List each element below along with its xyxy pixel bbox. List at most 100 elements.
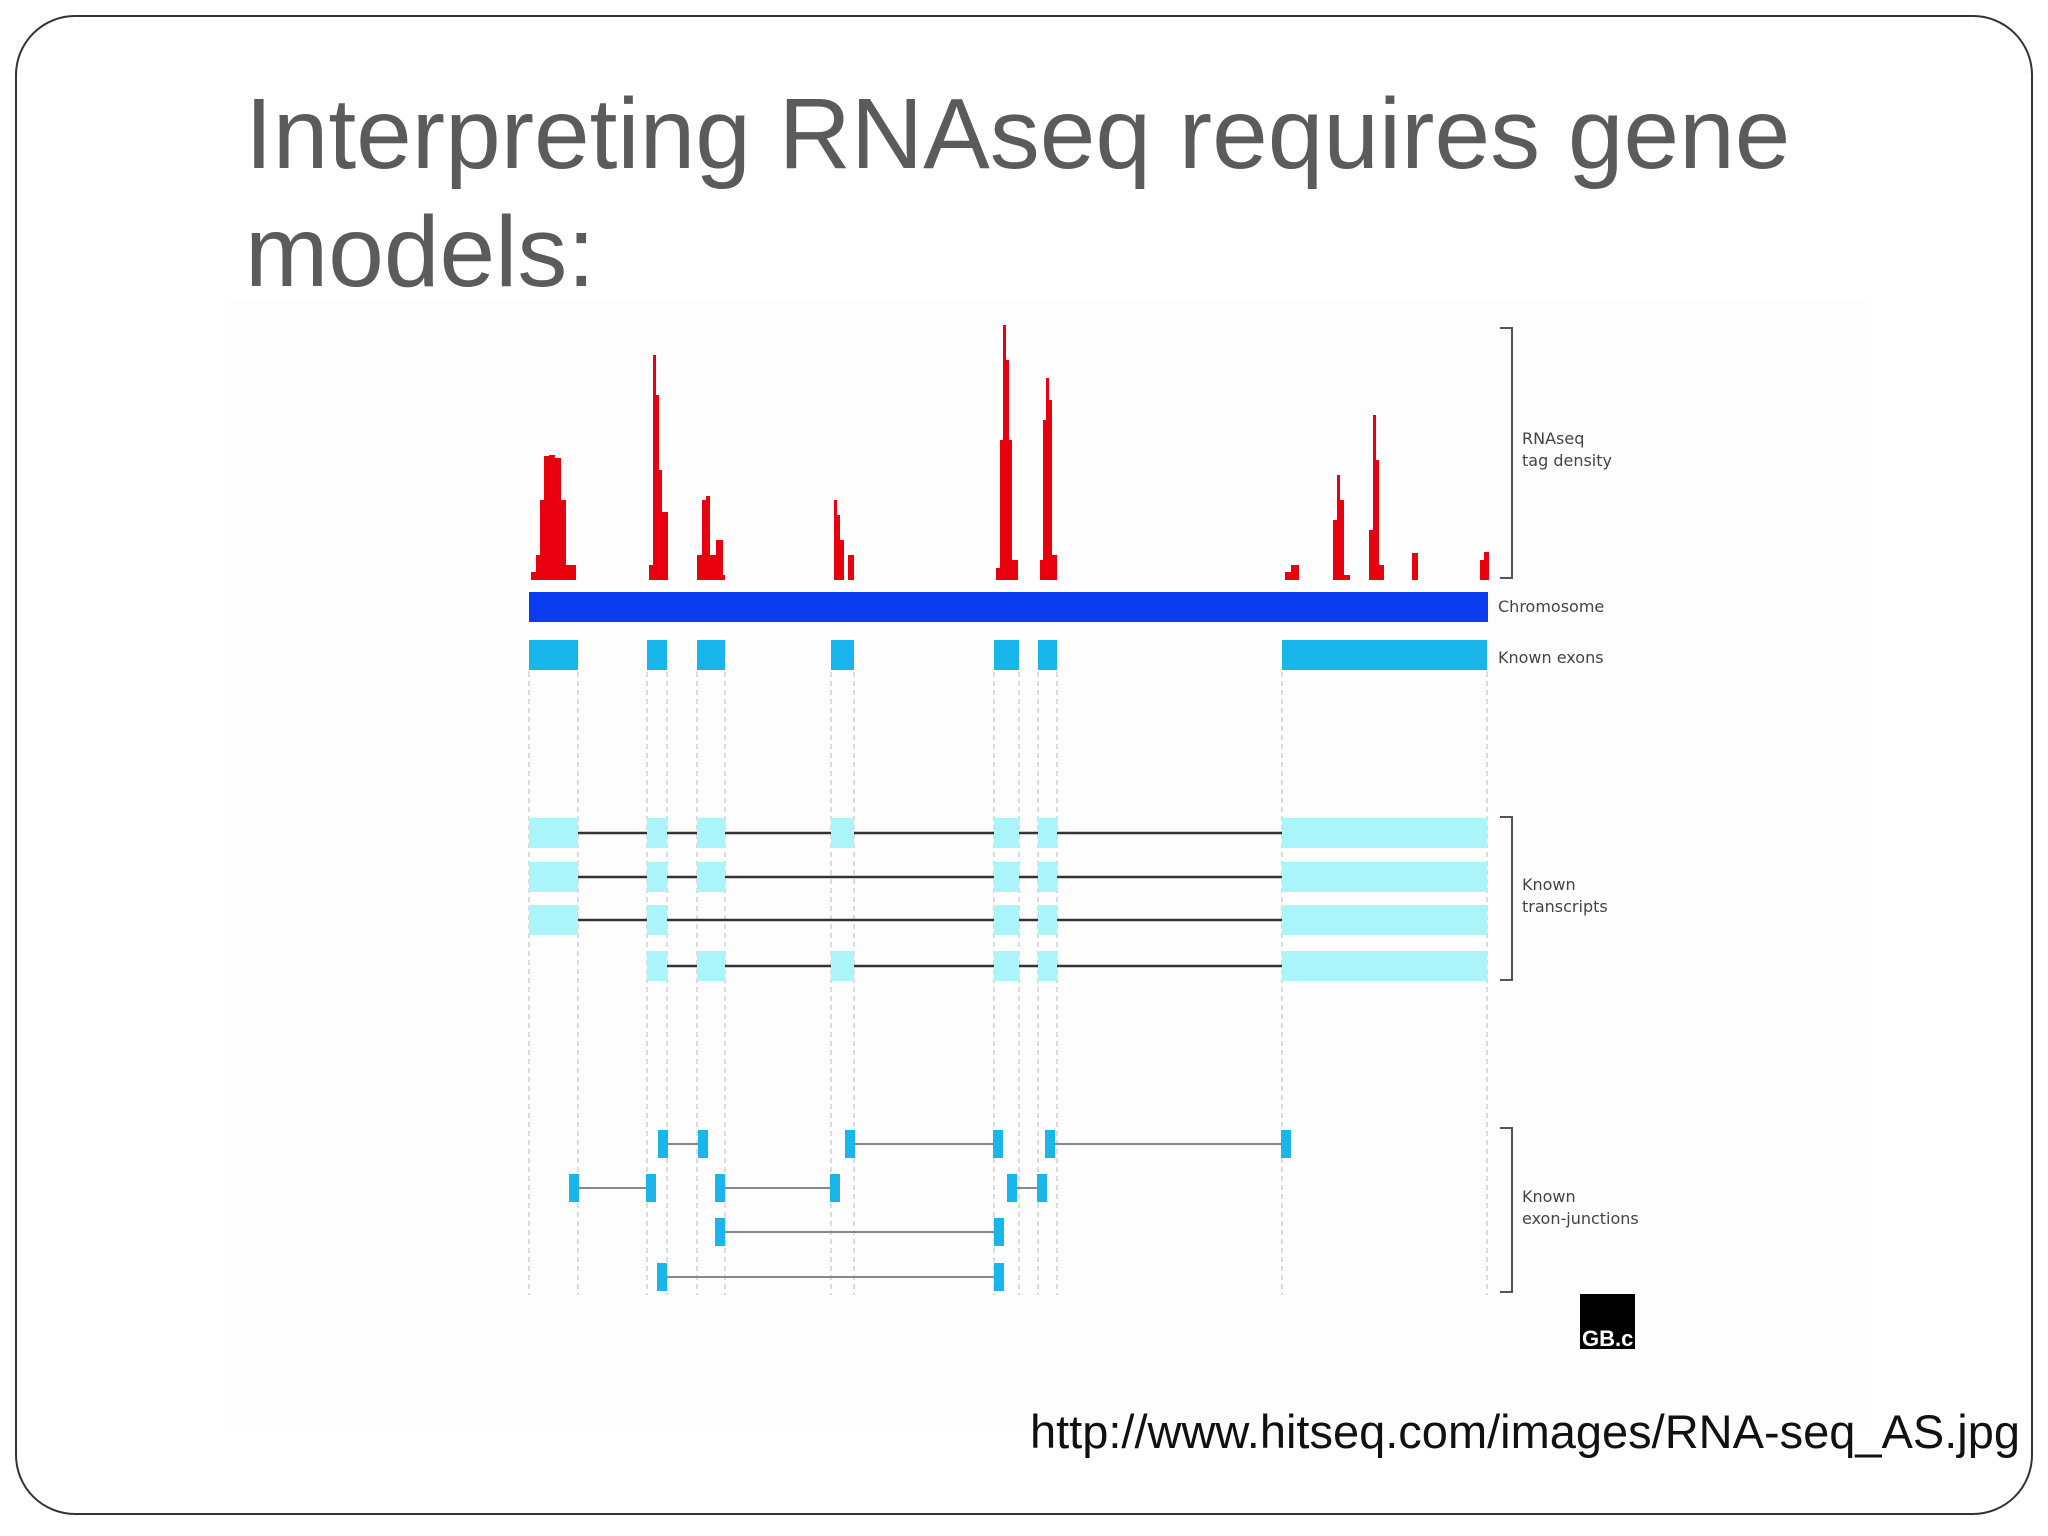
junction-anchor — [698, 1130, 708, 1158]
transcript-exon — [1038, 951, 1057, 981]
junction-anchor — [1281, 1130, 1291, 1158]
label-known-exons: Known exons — [1498, 648, 1604, 667]
density-peak — [549, 455, 555, 580]
transcript-exon — [529, 818, 578, 848]
density-peak — [1012, 560, 1018, 580]
junction-anchor — [845, 1130, 855, 1158]
density-peak — [1337, 475, 1340, 580]
transcript-exon — [697, 818, 725, 848]
density-peak — [1046, 378, 1049, 580]
density-peak — [840, 540, 844, 580]
chromosome-bar — [529, 592, 1488, 622]
transcript-exon — [529, 862, 578, 892]
known-exon — [1282, 640, 1487, 670]
transcript-exon — [1282, 905, 1487, 935]
known-exon — [529, 640, 578, 670]
density-peak — [662, 512, 668, 580]
density-peak — [837, 515, 840, 580]
logo-text: GB.c — [1582, 1326, 1633, 1351]
density-peak — [1369, 530, 1373, 580]
density-peak — [1291, 565, 1299, 580]
known-exon — [994, 640, 1019, 670]
density-peak — [1000, 440, 1003, 580]
junction-anchor — [646, 1174, 656, 1202]
junction-anchor — [1037, 1174, 1047, 1202]
density-peak — [540, 500, 544, 580]
density-peak — [697, 555, 702, 580]
transcript-exon — [831, 951, 854, 981]
density-peak — [996, 568, 1000, 580]
density-peak — [659, 470, 662, 580]
junction-anchor — [994, 1263, 1004, 1291]
density-peak — [555, 458, 561, 580]
junction-anchor — [994, 1218, 1004, 1246]
junction-anchor — [658, 1130, 668, 1158]
density-peak — [1049, 400, 1052, 580]
density-peak — [1003, 325, 1006, 580]
known-exon — [1038, 640, 1057, 670]
density-peak — [1006, 360, 1009, 580]
junction-anchor — [715, 1218, 725, 1246]
density-peak — [536, 555, 540, 580]
transcript-exon — [1038, 905, 1057, 935]
density-peak — [1379, 565, 1384, 580]
density-peak — [1412, 553, 1418, 580]
transcript-exon — [647, 862, 667, 892]
transcript-exon — [994, 818, 1019, 848]
density-peak — [1043, 420, 1046, 580]
known-exon — [697, 640, 725, 670]
density-peak — [1340, 500, 1344, 580]
label-transcripts-line-1: Known — [1522, 875, 1576, 894]
density-peak — [1484, 552, 1489, 580]
bracket-tag-density — [1500, 327, 1513, 579]
density-peak — [710, 555, 716, 580]
junction-anchor — [715, 1174, 725, 1202]
density-peak — [656, 395, 659, 580]
known-exon — [647, 640, 667, 670]
density-peak — [653, 355, 656, 580]
junction-anchor — [830, 1174, 840, 1202]
logo-box — [1580, 1294, 1635, 1349]
known-exon — [831, 640, 854, 670]
slide-title: Interpreting RNAseq requires gene models… — [245, 78, 1791, 308]
transcript-exon — [831, 818, 854, 848]
bracket-transcripts — [1500, 816, 1513, 981]
density-peak — [723, 575, 725, 580]
density-peak — [1009, 440, 1012, 580]
density-peak — [1040, 560, 1043, 580]
transcript-exon — [697, 862, 725, 892]
density-peak — [848, 555, 854, 580]
density-peak — [706, 496, 710, 580]
density-peak — [834, 500, 837, 580]
density-peak — [1344, 575, 1350, 580]
transcript-exon — [529, 905, 578, 935]
transcript-exon — [647, 951, 667, 981]
transcript-exon — [647, 818, 667, 848]
density-peak — [561, 500, 566, 580]
density-peak — [1052, 555, 1057, 580]
junction-anchor — [1045, 1130, 1055, 1158]
label-tag-density-line-2: tag density — [1522, 451, 1612, 470]
density-peak — [649, 565, 653, 580]
label-tag-density-line-1: RNAseq — [1522, 429, 1584, 448]
junction-anchor — [993, 1130, 1003, 1158]
transcript-exon — [647, 905, 667, 935]
density-peak — [566, 565, 576, 580]
transcript-exon — [1282, 862, 1487, 892]
density-peak — [1373, 415, 1376, 580]
bracket-junctions — [1500, 1127, 1513, 1293]
junction-anchor — [1007, 1174, 1017, 1202]
density-peak — [544, 456, 549, 580]
transcript-exon — [994, 905, 1019, 935]
label-transcripts-line-2: transcripts — [1522, 897, 1608, 916]
label-junctions-line-2: exon-junctions — [1522, 1209, 1639, 1228]
density-peak — [702, 500, 706, 580]
junction-anchor — [657, 1263, 667, 1291]
transcript-exon — [1038, 862, 1057, 892]
transcript-exon — [994, 862, 1019, 892]
density-peak — [1376, 460, 1379, 580]
transcript-exon — [994, 951, 1019, 981]
density-peak — [1480, 560, 1484, 580]
